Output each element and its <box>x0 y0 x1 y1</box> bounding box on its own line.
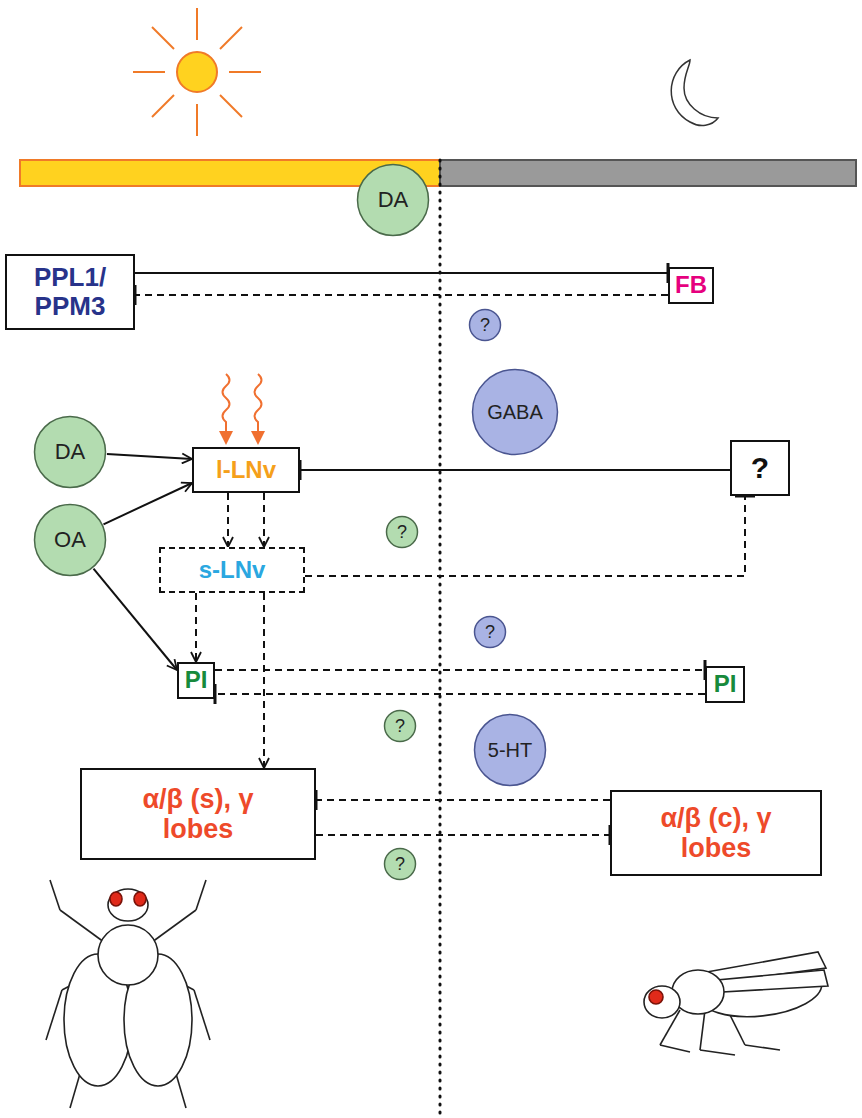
neuron-group-box: s-LNv <box>159 547 305 593</box>
light-arrowhead <box>251 431 265 445</box>
transmitter-circle: 5-HT <box>473 713 547 787</box>
transmitter-circle: OA <box>33 503 107 577</box>
activating-connector <box>263 493 265 547</box>
circle-shape <box>470 310 501 341</box>
activating-connector <box>227 493 229 547</box>
activating-connector <box>107 454 192 459</box>
node-label: ? <box>395 716 405 736</box>
neuron-group-box: l-LNv <box>192 447 300 493</box>
brain-region-box: FB <box>668 267 714 304</box>
brain-region-box: PI <box>705 666 745 703</box>
activating-connector <box>263 593 265 768</box>
sleeping-fly <box>644 952 828 1055</box>
unknown-target-box: ? <box>730 440 790 496</box>
mushroom-body-box: α/β (c), γ lobes <box>610 790 822 876</box>
inhibitory-connector <box>135 272 668 274</box>
circle-shape <box>475 715 546 786</box>
node-label: FB <box>675 272 707 299</box>
inhibitory-connector <box>316 799 610 801</box>
inhibitory-connector <box>135 294 668 296</box>
day-night-divider <box>439 160 442 1116</box>
activating-connector <box>195 593 197 662</box>
node-label: OA <box>54 528 86 553</box>
circle-shape <box>475 617 506 648</box>
node-label: ? <box>485 622 495 642</box>
circle-shape <box>385 849 416 880</box>
node-label: DA <box>378 188 409 213</box>
node-label: PI <box>714 671 737 698</box>
neuron-group-box: PPL1/ PPM3 <box>5 254 135 330</box>
inhibitory-connector <box>316 834 610 836</box>
node-label: s-LNv <box>199 557 266 584</box>
unknown-transmitter-circle: ? <box>383 709 417 743</box>
inhibitory-connector <box>305 496 745 576</box>
sun-icon <box>133 8 261 136</box>
unknown-transmitter-circle: ? <box>385 515 419 549</box>
node-label: 5-HT <box>488 739 532 761</box>
inhibitory-connector <box>215 693 705 695</box>
circle-shape <box>385 711 416 742</box>
circle-shape <box>387 517 418 548</box>
inhibitory-connector <box>215 669 705 671</box>
node-label: α/β (c), γ lobes <box>631 803 801 863</box>
unknown-transmitter-circle: ? <box>383 847 417 881</box>
light-arrows <box>223 374 262 434</box>
moon-icon <box>671 60 718 125</box>
node-label: ? <box>480 315 490 335</box>
unknown-transmitter-circle: ? <box>468 308 502 342</box>
transmitter-circle: DA <box>356 163 430 237</box>
transmitter-circle: DA <box>33 415 107 489</box>
node-label: ? <box>397 522 407 542</box>
awake-fly <box>46 880 210 1108</box>
circle-shape <box>35 505 106 576</box>
node-label: DA <box>55 440 86 465</box>
node-label: ? <box>395 854 405 874</box>
unknown-transmitter-circle: ? <box>473 615 507 649</box>
light-arrowhead <box>219 431 233 445</box>
node-label: α/β (s), γ lobes <box>113 784 283 844</box>
node-label: PI <box>185 667 208 694</box>
circle-shape <box>35 417 106 488</box>
circle-shape <box>473 370 558 455</box>
activating-connector <box>104 483 193 524</box>
brain-region-box: PI <box>177 662 215 699</box>
circle-shape <box>358 165 429 236</box>
transmitter-circle: GABA <box>471 368 559 456</box>
mushroom-body-box: α/β (s), γ lobes <box>80 768 316 860</box>
node-label: ? <box>751 451 769 485</box>
node-label: PPL1/ PPM3 <box>14 263 126 321</box>
node-label: GABA <box>487 401 543 423</box>
inhibitory-connector <box>300 469 730 471</box>
node-label: l-LNv <box>216 457 276 484</box>
night-bar <box>440 160 856 186</box>
